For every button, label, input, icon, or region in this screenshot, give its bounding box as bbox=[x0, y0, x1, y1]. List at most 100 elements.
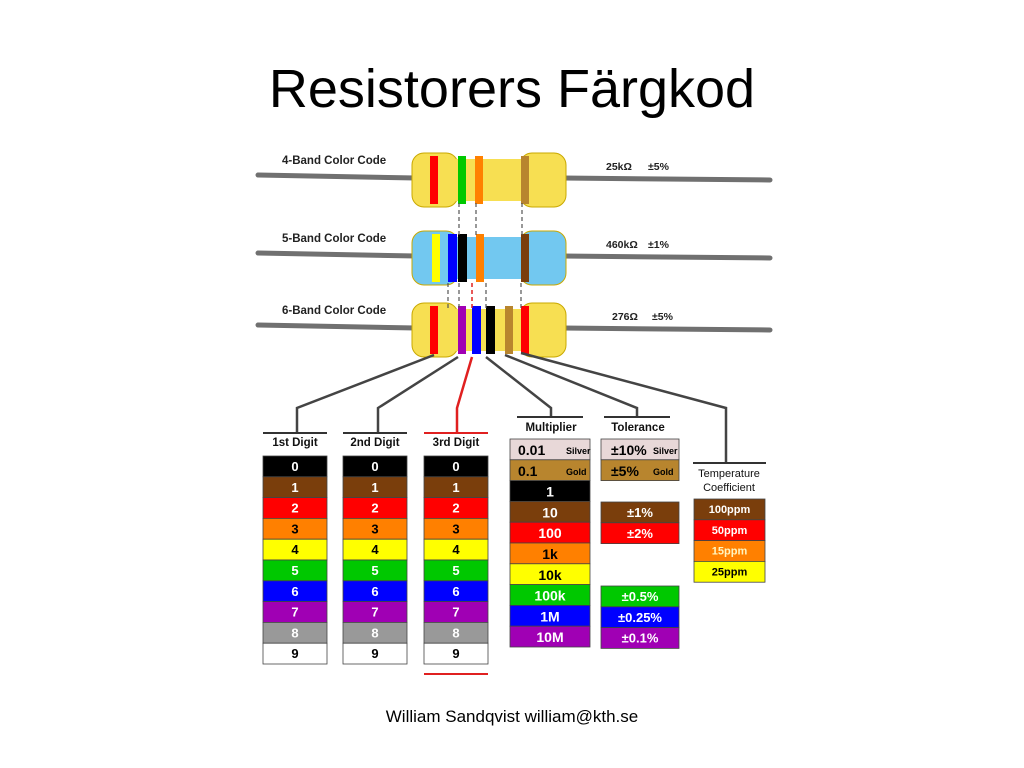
multiplier-name: Silver bbox=[566, 446, 591, 456]
tolerance-cell bbox=[600, 522, 680, 544]
resistor-band bbox=[521, 306, 529, 354]
resistor-label: 4-Band Color Code bbox=[282, 155, 386, 167]
slide-footer: William Sandqvist william@kth.se bbox=[385, 707, 639, 726]
digit-value: 9 bbox=[291, 646, 298, 661]
tolerance-value: ±10% bbox=[611, 442, 647, 458]
tolerance-cell bbox=[600, 627, 680, 649]
multiplier-value: 0.1 bbox=[518, 463, 538, 479]
connector-line bbox=[520, 351, 728, 462]
slide-title: Resistorers Färgkod bbox=[268, 59, 756, 119]
digit-value: 4 bbox=[291, 542, 299, 557]
tolerance-name: Silver bbox=[653, 446, 678, 456]
column-header: 1st Digit bbox=[272, 437, 318, 449]
resistor-tolerance: ±1% bbox=[648, 239, 670, 251]
digit-value: 7 bbox=[452, 605, 459, 620]
digit-value: 8 bbox=[452, 625, 459, 640]
multiplier-value: 10 bbox=[542, 504, 558, 520]
resistor-value: 276Ω bbox=[612, 311, 638, 323]
resistor-tolerance: ±5% bbox=[648, 161, 670, 173]
digit-value: 1 bbox=[371, 480, 378, 495]
resistor-band bbox=[521, 234, 529, 282]
resistor-lead-left bbox=[255, 172, 419, 181]
digit-value: 0 bbox=[452, 459, 459, 474]
digit-value: 7 bbox=[371, 605, 378, 620]
digit-value: 7 bbox=[291, 605, 298, 620]
multiplier-value: 10k bbox=[538, 567, 562, 583]
resistor-band bbox=[448, 234, 457, 282]
tolerance-value: ±0.5% bbox=[622, 589, 659, 604]
resistor-value: 460kΩ bbox=[606, 239, 638, 251]
digit-value: 2 bbox=[452, 501, 459, 516]
digit-value: 4 bbox=[371, 542, 379, 557]
resistor-tolerance: ±5% bbox=[652, 311, 674, 323]
connector-line bbox=[376, 355, 459, 432]
resistor-band bbox=[458, 156, 466, 204]
digit-value: 5 bbox=[291, 563, 298, 578]
multiplier-value: 0.01 bbox=[518, 442, 545, 458]
resistor-label: 6-Band Color Code bbox=[282, 305, 386, 317]
multiplier-value: 100k bbox=[534, 588, 565, 604]
tolerance-value: ±1% bbox=[627, 505, 653, 520]
resistor-lead-right bbox=[559, 325, 773, 333]
tolerance-name: Gold bbox=[653, 467, 674, 477]
temperature-value: 50ppm bbox=[712, 525, 748, 537]
connector-line bbox=[295, 353, 435, 432]
digit-cell bbox=[262, 642, 328, 665]
digit-value: 2 bbox=[291, 501, 298, 516]
resistor-lead-right bbox=[559, 253, 773, 261]
resistor-3: 6-Band Color Code 276Ω ±5% bbox=[255, 302, 773, 358]
tolerance-value: ±2% bbox=[627, 526, 653, 541]
temperature-value: 15ppm bbox=[712, 546, 748, 558]
resistor-band bbox=[458, 234, 467, 282]
resistor-band bbox=[458, 306, 466, 354]
column-header: Tolerance bbox=[611, 422, 664, 434]
temperature-value: 25ppm bbox=[712, 566, 748, 578]
digit-value: 6 bbox=[371, 584, 378, 599]
resistor-band bbox=[476, 234, 484, 282]
resistor-band bbox=[486, 306, 495, 354]
tolerance-value: ±0.25% bbox=[618, 610, 662, 625]
tolerance-cell bbox=[600, 459, 680, 481]
multiplier-value: 1 bbox=[546, 484, 554, 500]
resistor-lead-left bbox=[255, 250, 419, 259]
digit-value: 3 bbox=[291, 521, 298, 536]
resistor-1: 4-Band Color Code 25kΩ ±5% bbox=[255, 152, 773, 208]
tolerance-value: ±5% bbox=[611, 463, 639, 479]
digit-value: 5 bbox=[452, 563, 459, 578]
digit-value: 9 bbox=[371, 646, 378, 661]
digit-cell bbox=[342, 642, 408, 665]
digit-value: 5 bbox=[371, 563, 378, 578]
resistor-band bbox=[505, 306, 513, 354]
temperature-value: 100ppm bbox=[709, 504, 751, 516]
resistor-band bbox=[430, 156, 438, 204]
digit-value: 0 bbox=[291, 459, 298, 474]
column-header-line1: Temperature bbox=[698, 468, 760, 480]
resistor-band bbox=[432, 234, 440, 282]
digit-value: 3 bbox=[452, 521, 459, 536]
multiplier-cell bbox=[509, 625, 591, 648]
column-header: 3rd Digit bbox=[433, 437, 480, 449]
connector-line bbox=[485, 356, 553, 417]
column-header-line2: Coefficient bbox=[703, 482, 755, 494]
tolerance-value: ±0.1% bbox=[622, 631, 659, 646]
digit-value: 9 bbox=[452, 646, 459, 661]
temperature-cell bbox=[693, 561, 766, 583]
digit-value: 1 bbox=[291, 480, 298, 495]
multiplier-value: 1k bbox=[542, 546, 558, 562]
multiplier-name: Gold bbox=[566, 467, 587, 477]
column-header: Multiplier bbox=[525, 422, 577, 434]
digit-value: 1 bbox=[452, 480, 459, 495]
connector-line-highlight bbox=[455, 356, 474, 432]
digit-value: 6 bbox=[291, 584, 298, 599]
resistor-band bbox=[472, 306, 481, 354]
resistor-band bbox=[475, 156, 483, 204]
resistor-value: 25kΩ bbox=[606, 161, 632, 173]
